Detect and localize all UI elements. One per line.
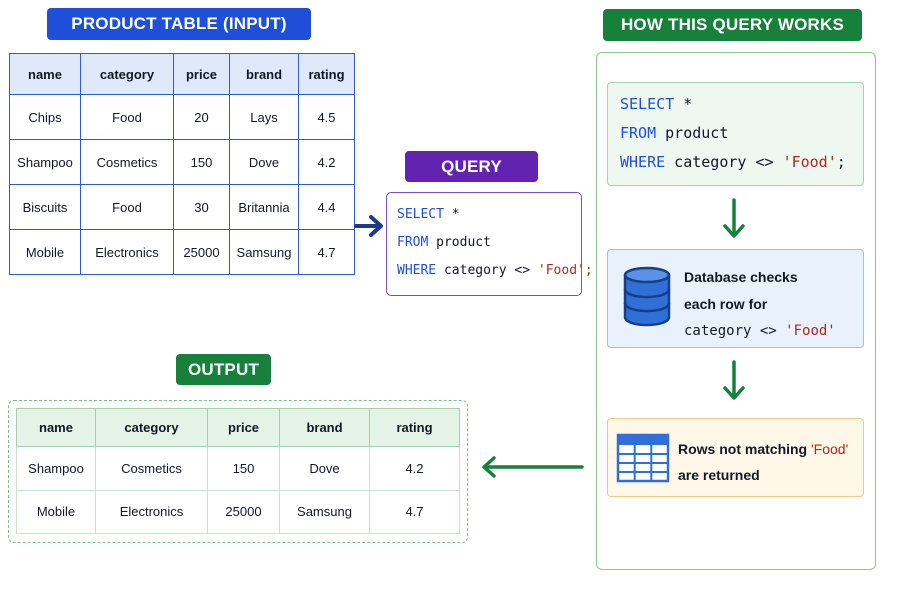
code-line: FROM product [397, 235, 581, 263]
table-cell: Shampoo [16, 446, 96, 491]
table-cell: Samsung [279, 489, 370, 534]
table-cell: Chips [9, 94, 81, 140]
table-cell: 20 [173, 94, 230, 140]
table-cell: 25000 [207, 489, 280, 534]
table-cell: 150 [173, 139, 230, 185]
step-line: Database checks [684, 269, 798, 285]
query-code-box: SELECT * FROM product WHERE category <> … [386, 192, 593, 296]
code-text: category <> [684, 323, 786, 339]
table-cell: Dove [279, 446, 370, 491]
code-text: product [656, 124, 729, 142]
column-header: name [9, 53, 81, 95]
how-code-box: SELECT * FROM product WHERE category <> … [607, 82, 864, 186]
sql-keyword: WHERE [620, 153, 666, 171]
column-header: category [95, 408, 208, 447]
input-table: name category price brand rating Chips F… [9, 53, 355, 275]
table-cell: Cosmetics [95, 446, 208, 491]
arrow-down-icon [723, 198, 745, 238]
table-cell: Food [80, 94, 174, 140]
column-header: rating [369, 408, 460, 447]
sql-string: 'Food' [785, 323, 836, 339]
table-cell: 150 [207, 446, 280, 491]
code-text: category <> [665, 153, 783, 171]
query-title: QUERY [405, 151, 538, 182]
table-cell: 4.7 [369, 489, 460, 534]
table-cell: 25000 [173, 229, 230, 275]
output-title: OUTPUT [176, 354, 271, 385]
code-text: product [428, 235, 491, 250]
output-container [8, 400, 468, 543]
table-cell: 30 [173, 184, 230, 230]
sql-string: 'Food'; [537, 263, 593, 278]
sql-keyword: FROM [397, 235, 429, 250]
sql-keyword: SELECT [397, 207, 444, 222]
step-line: Rows not matching 'Food' [678, 436, 848, 462]
step-database-check: Database checks each row for category <>… [607, 249, 864, 348]
code-text: * [674, 95, 693, 113]
how-title: HOW THIS QUERY WORKS [603, 9, 862, 41]
table-cell: 4.2 [369, 446, 460, 491]
code-text: * [443, 207, 460, 222]
output-table: name category price brand rating Shampoo… [16, 408, 460, 534]
table-cell: Biscuits [9, 184, 81, 230]
step-text: Rows not matching [678, 441, 811, 457]
sql-keyword: FROM [620, 124, 657, 142]
table-cell: 4.4 [298, 184, 355, 230]
table-cell: Samsung [229, 229, 299, 275]
column-header: rating [298, 53, 355, 95]
table-row: Shampoo Cosmetics 150 Dove 4.2 [16, 446, 460, 491]
table-cell: Mobile [9, 229, 81, 275]
table-cell: Cosmetics [80, 139, 174, 185]
table-cell: 4.7 [298, 229, 355, 275]
arrow-right-icon [354, 215, 383, 237]
sql-string: 'Food' [811, 441, 849, 457]
table-row: Mobile Electronics 25000 Samsung 4.7 [9, 229, 355, 275]
code-line: WHERE category <> 'Food'; [397, 263, 593, 291]
code-text: category <> [436, 263, 538, 278]
table-row: Chips Food 20 Lays 4.5 [9, 94, 355, 140]
column-header: category [80, 53, 174, 95]
arrow-down-icon [723, 360, 745, 400]
step-line: are returned [678, 467, 760, 483]
table-cell: Food [80, 184, 174, 230]
table-header-row: name category price brand rating [9, 53, 355, 95]
column-header: brand [279, 408, 370, 447]
column-header: name [16, 408, 96, 447]
code-line: FROM product [620, 124, 863, 153]
column-header: price [173, 53, 230, 95]
sql-string: 'Food' [782, 153, 837, 171]
table-icon [616, 433, 670, 483]
table-cell: Britannia [229, 184, 299, 230]
table-cell: Electronics [95, 489, 208, 534]
input-title: PRODUCT TABLE (INPUT) [47, 8, 311, 40]
code-text: ; [836, 153, 846, 171]
column-header: price [207, 408, 280, 447]
table-cell: 4.5 [298, 94, 355, 140]
code-line: SELECT * [620, 95, 863, 124]
table-cell: 4.2 [298, 139, 355, 185]
table-cell: Lays [229, 94, 299, 140]
column-header: brand [229, 53, 299, 95]
table-row: Biscuits Food 30 Britannia 4.4 [9, 184, 355, 230]
table-cell: Electronics [80, 229, 174, 275]
step-line: each row for [684, 295, 768, 312]
code-line: WHERE category <> 'Food'; [620, 153, 863, 182]
database-icon [623, 266, 671, 327]
step-rows-returned: Rows not matching 'Food' are returned [607, 418, 864, 497]
sql-keyword: SELECT [620, 95, 675, 113]
step-description: Database checks each row for category <>… [684, 264, 836, 345]
code-line: SELECT * [397, 207, 581, 235]
how-panel [596, 52, 876, 570]
table-cell: Shampoo [9, 139, 81, 185]
table-cell: Mobile [16, 489, 96, 534]
table-cell: Dove [229, 139, 299, 185]
sql-keyword: WHERE [397, 263, 437, 278]
step-description: Rows not matching 'Food' are returned [678, 436, 848, 488]
table-row: Shampoo Cosmetics 150 Dove 4.2 [9, 139, 355, 185]
table-header-row: name category price brand rating [16, 408, 460, 447]
arrow-left-icon [482, 456, 584, 478]
table-row: Mobile Electronics 25000 Samsung 4.7 [16, 489, 460, 534]
step-line: category <> 'Food' [684, 317, 836, 345]
